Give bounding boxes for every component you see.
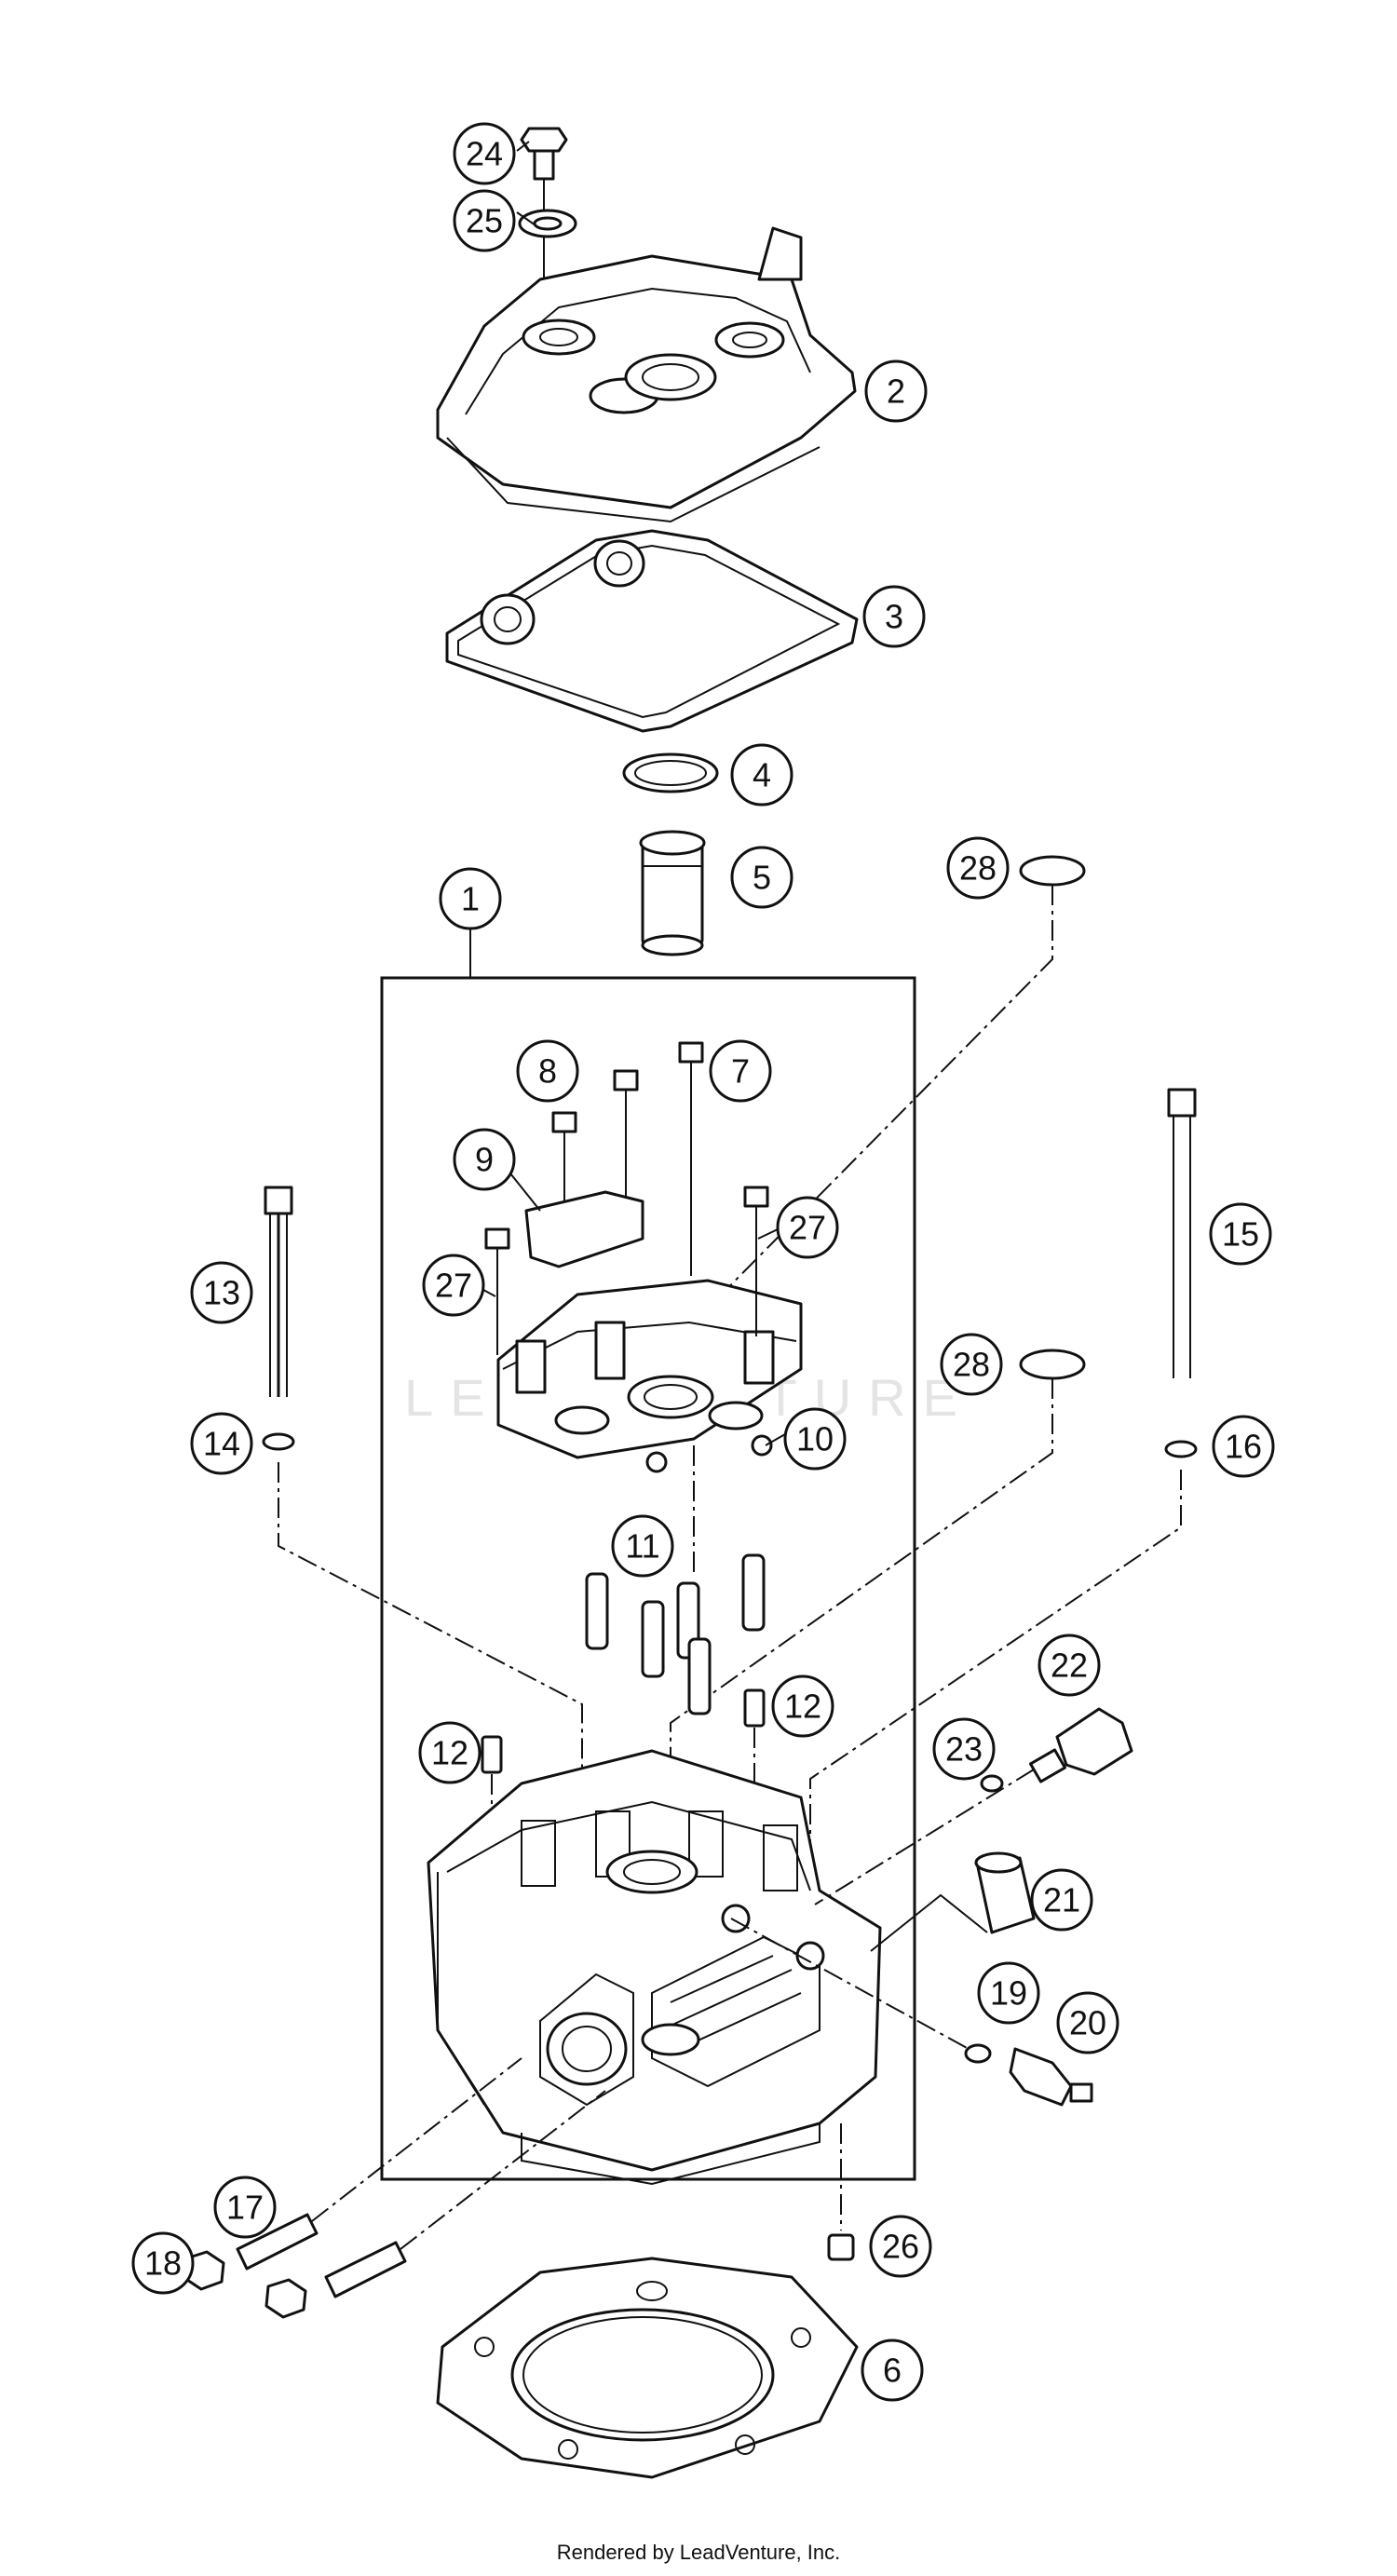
callout-7: 7 (709, 1039, 772, 1103)
callout-16: 16 (1212, 1415, 1275, 1478)
callout-14: 14 (190, 1412, 253, 1475)
svg-text:4: 4 (753, 756, 771, 794)
o-ring-upper (1019, 855, 1086, 887)
svg-text:23: 23 (945, 1730, 983, 1769)
svg-text:12: 12 (784, 1688, 821, 1726)
callout-10: 10 (783, 1407, 847, 1471)
callout-17: 17 (213, 2176, 277, 2239)
valve-guides (585, 1553, 766, 1715)
svg-text:27: 27 (435, 1267, 472, 1305)
cylinder-head-bolt-right (1167, 1088, 1197, 1378)
chain-guide-bracket (524, 1190, 644, 1268)
callout-18: 18 (131, 2231, 195, 2295)
callout-11: 11 (611, 1514, 674, 1578)
valve-cover (436, 226, 857, 523)
dowel-pins (481, 1688, 766, 1774)
callout-26: 26 (869, 2215, 932, 2278)
svg-text:28: 28 (953, 1346, 990, 1384)
svg-text:21: 21 (1043, 1881, 1080, 1919)
callout-3: 3 (862, 585, 926, 648)
svg-text:8: 8 (538, 1052, 557, 1091)
callout-24: 24 (453, 122, 516, 185)
camshaft-bearing-bridge (496, 1279, 803, 1459)
valve-cover-bolt (520, 127, 568, 298)
svg-text:19: 19 (990, 1974, 1027, 2013)
svg-text:15: 15 (1222, 1215, 1259, 1254)
svg-text:17: 17 (226, 2189, 264, 2227)
svg-text:25: 25 (466, 202, 503, 240)
svg-text:22: 22 (1051, 1647, 1088, 1685)
cylinder-head-bolt-left (264, 1186, 293, 1397)
footer-credit: Rendered by LeadVenture, Inc. (556, 2541, 841, 2564)
plug-screw (827, 2233, 855, 2261)
bolt-seal-ring (518, 209, 577, 238)
svg-text:5: 5 (753, 859, 771, 897)
cylinder-head (427, 1749, 882, 2186)
callout-27-left: 27 (422, 1254, 485, 1317)
spark-plug-seal-ring (622, 752, 719, 793)
camshaft-bridge-bolts (484, 1041, 769, 1355)
svg-text:28: 28 (959, 849, 997, 888)
valve-cover-gasket (445, 529, 859, 733)
svg-text:3: 3 (885, 598, 903, 636)
svg-text:18: 18 (144, 2244, 182, 2283)
callout-23: 23 (932, 1717, 996, 1781)
svg-text:9: 9 (475, 1141, 494, 1179)
o-ring-lower (1019, 1349, 1086, 1380)
callout-8: 8 (516, 1039, 579, 1103)
svg-text:20: 20 (1069, 2004, 1106, 2042)
callout-4: 4 (730, 743, 793, 807)
callout-13: 13 (190, 1261, 253, 1324)
svg-text:16: 16 (1225, 1428, 1262, 1466)
svg-text:14: 14 (203, 1425, 240, 1463)
spark-plug-sleeve (639, 830, 706, 956)
washer-left (262, 1432, 295, 1451)
svg-text:13: 13 (203, 1274, 240, 1312)
temperature-sensor-seal (964, 2043, 992, 2064)
callout-27-right: 27 (776, 1196, 839, 1259)
svg-text:26: 26 (882, 2228, 919, 2266)
coolant-sleeve (974, 1851, 1036, 1934)
callout-20: 20 (1056, 1991, 1119, 2054)
svg-text:27: 27 (789, 1209, 826, 1247)
callout-28-lower: 28 (940, 1333, 1003, 1396)
callout-12-right: 12 (771, 1674, 834, 1738)
callout-2: 2 (864, 359, 928, 423)
cylinder-head-assembly-frame (380, 976, 916, 2181)
callout-1: 1 (439, 867, 502, 930)
svg-text:7: 7 (731, 1052, 750, 1091)
callout-21: 21 (1030, 1868, 1093, 1932)
svg-text:10: 10 (796, 1420, 834, 1458)
cylinder-head-gasket (436, 2257, 859, 2479)
callout-12-left: 12 (418, 1721, 481, 1784)
svg-text:2: 2 (887, 373, 905, 411)
callout-5: 5 (730, 846, 793, 909)
sensor-seal-ring (980, 1774, 1004, 1793)
callout-6: 6 (861, 2339, 924, 2402)
temperature-sensor (1009, 2047, 1093, 2107)
svg-text:24: 24 (466, 135, 503, 173)
callout-15: 15 (1209, 1202, 1272, 1266)
bridge-screws (645, 1434, 773, 1473)
callout-22: 22 (1038, 1634, 1101, 1697)
exhaust-studs (236, 2213, 407, 2298)
callout-25: 25 (453, 189, 516, 252)
exhaust-nuts (183, 2250, 307, 2319)
svg-text:12: 12 (431, 1734, 468, 1772)
callout-9: 9 (453, 1128, 516, 1191)
washer-right (1164, 1440, 1198, 1458)
svg-text:1: 1 (461, 880, 480, 918)
callout-28-upper: 28 (946, 836, 1010, 900)
svg-text:6: 6 (883, 2352, 902, 2390)
svg-text:11: 11 (625, 1527, 659, 1566)
pressure-sensor (1029, 1707, 1133, 1783)
callout-19: 19 (977, 1961, 1040, 2025)
